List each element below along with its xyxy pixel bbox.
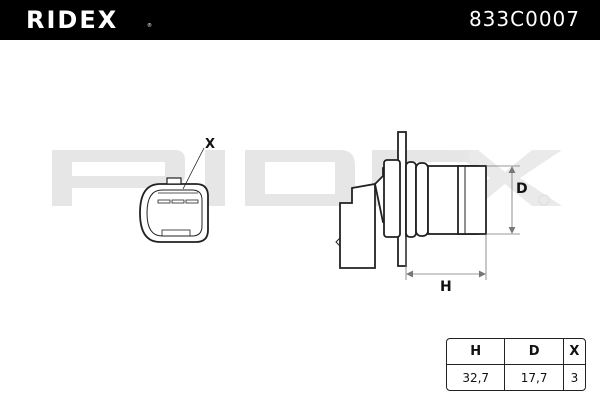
header-d: D bbox=[505, 339, 564, 365]
header-h: H bbox=[447, 339, 506, 365]
brand-logo: RIDEX bbox=[26, 6, 119, 34]
dimension-lines bbox=[405, 165, 520, 280]
label-x: X bbox=[205, 137, 215, 152]
technical-drawing: X D H bbox=[52, 131, 562, 295]
sensor-side-view bbox=[335, 131, 487, 269]
value-h: 32,7 bbox=[447, 365, 506, 390]
label-h: H bbox=[440, 279, 452, 295]
header-x: X bbox=[563, 339, 585, 365]
table-header-row: H D X bbox=[447, 339, 585, 365]
connector-front-view bbox=[139, 177, 209, 243]
value-d: 17,7 bbox=[505, 365, 564, 390]
leader-line-x bbox=[182, 147, 205, 190]
value-x: 3 bbox=[570, 370, 579, 385]
table-row: 32,7 17,7 3 bbox=[447, 365, 585, 390]
part-number: 833C0007 bbox=[468, 7, 580, 31]
dimensions-table: H D X 32,7 17,7 3 bbox=[446, 338, 586, 391]
registered-mark: ® bbox=[147, 23, 152, 29]
label-d: D bbox=[516, 181, 528, 197]
header-bar: RIDEX ® 833C0007 bbox=[0, 0, 600, 40]
